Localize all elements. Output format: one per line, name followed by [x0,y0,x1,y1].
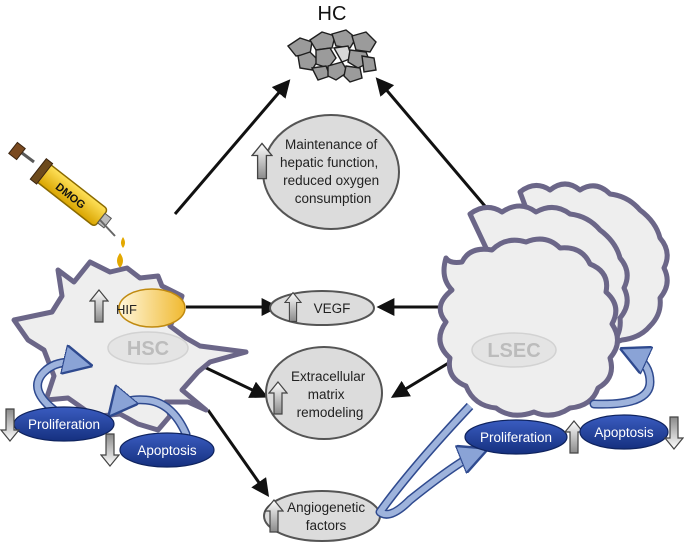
syringe-icon: DMOG [8,141,116,237]
hc-title: HC [318,3,347,25]
arrow-hsc-to-angio [206,409,270,497]
lsec-cells [437,181,670,418]
ecm-line-1: Extracellular [291,369,366,384]
angio-text: Angiogenetic factors [287,500,369,533]
maintenance-line-3: reduced oxygen [283,173,379,188]
hsc-apoptosis-badge [119,432,215,468]
hif-label: HIF [116,302,137,317]
angio-ellipse [263,490,381,542]
arrow-hsc-to-ecm [199,363,269,398]
ecm-ellipse [265,346,383,440]
maintenance-line-1: Maintenance of [285,137,378,152]
ecm-line-2: matrix [308,387,345,402]
lsec-apoptosis-label: Apoptosis [594,425,654,440]
lsec-nucleus [471,332,557,368]
hsc-nucleus [107,331,189,365]
hsc-label: HSC [127,338,169,360]
hif-badge [118,288,186,328]
maintenance-line-2: hepatic function, [280,155,378,170]
hsc-apoptosis-down-arrow-icon [100,433,120,467]
angio-line-2: factors [306,518,347,533]
lsec-proliferation-label: Proliferation [480,430,552,445]
vegf-label: VEGF [314,301,351,316]
ecm-line-3: remodeling [297,405,364,420]
maintenance-text: Maintenance of hepatic function, reduced… [280,137,383,206]
maintenance-line-4: consumption [295,191,372,206]
arrow-lsec-to-hc [375,77,492,213]
arrow-hsc-to-hc [173,79,291,215]
lsec-apoptosis-badge [579,414,669,450]
lsec-proliferation-up-arrow-icon [564,420,584,454]
angio-line-1: Angiogenetic [287,500,365,515]
drop-icons [117,237,125,268]
hepatocyte-cluster-icon [286,29,377,83]
hsc-proliferation-label: Proliferation [28,417,100,432]
maintenance-ellipse [262,114,400,230]
lsec-proliferation-badge [464,419,568,455]
ecm-text: Extracellular matrix remodeling [291,369,369,420]
hsc-apoptosis-label: Apoptosis [137,443,197,458]
lsec-label: LSEC [487,340,540,362]
